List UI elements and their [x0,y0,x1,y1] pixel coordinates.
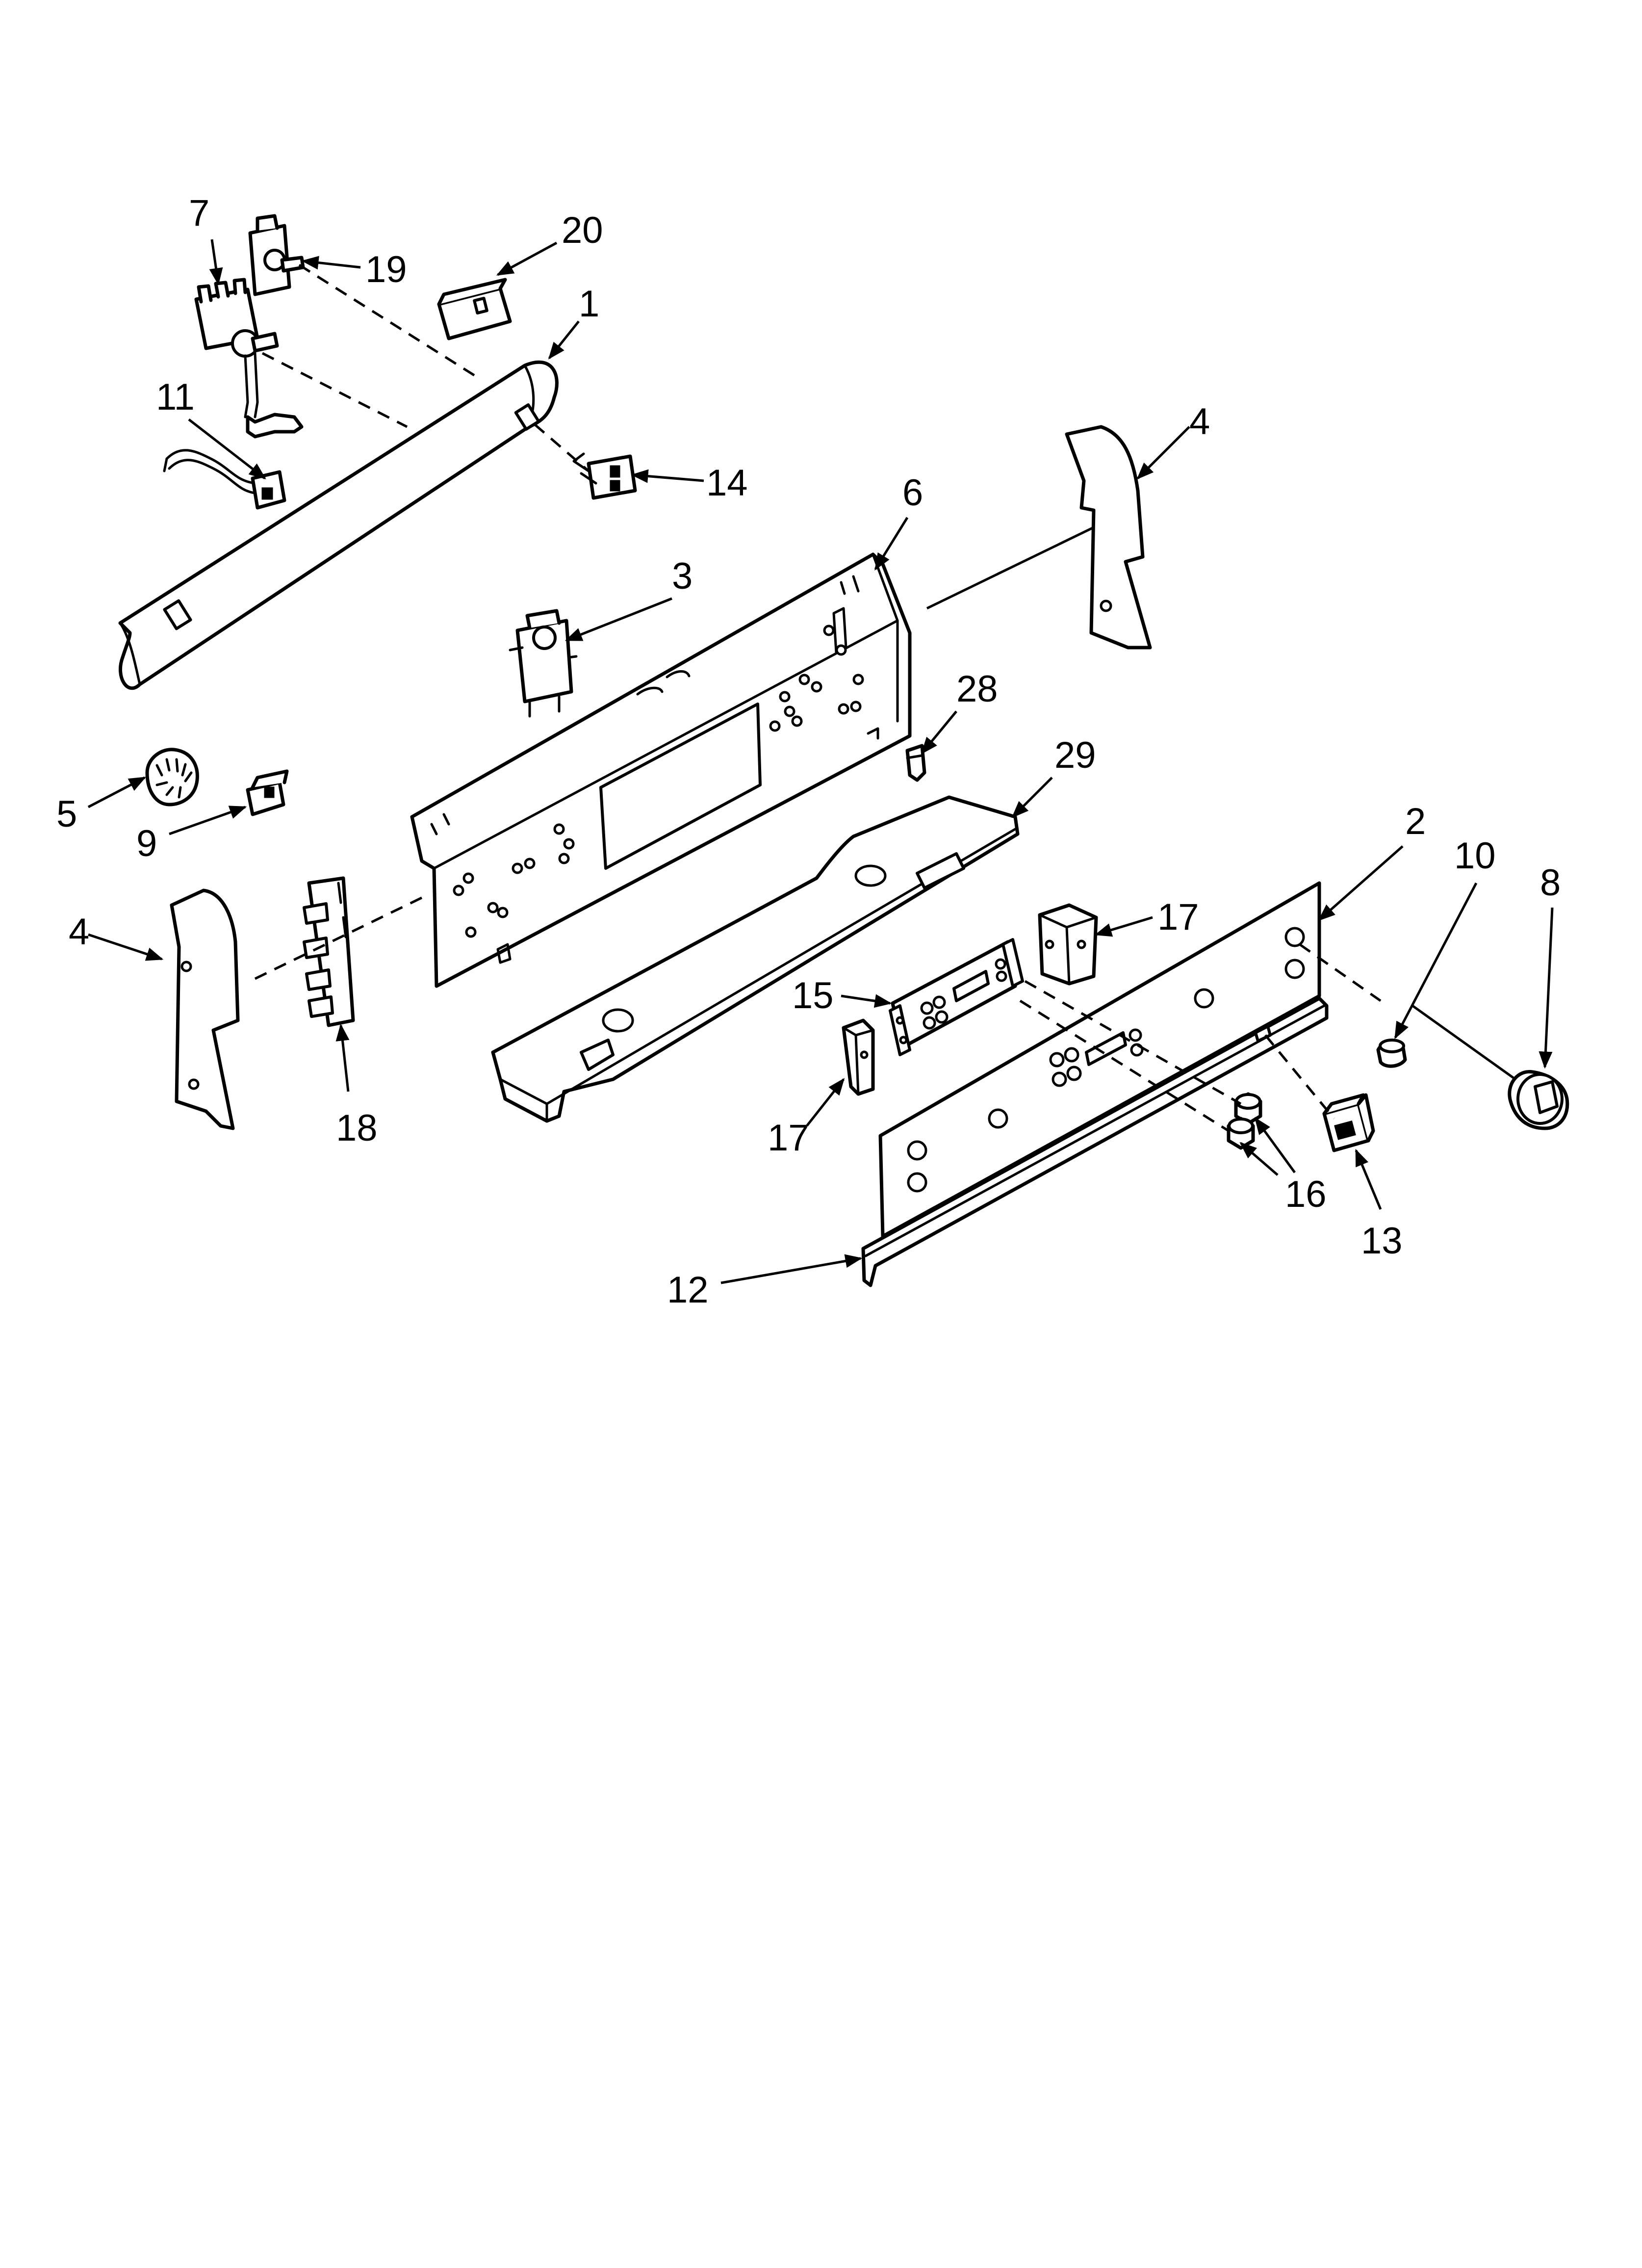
callout-7: 7 [189,192,209,234]
part-16-buttons [1227,1092,1262,1150]
part-18-terminal-block [303,876,355,1027]
callout-labels: 7 20 19 1 11 14 4 6 3 28 29 5 9 2 10 8 4… [56,192,1561,1311]
part-9-cover [246,769,289,816]
callout-12: 12 [667,1269,709,1311]
callout-4-left: 4 [69,911,89,953]
callout-19: 19 [365,249,407,290]
part-15-control-board [889,938,1024,1056]
callout-29: 29 [1054,734,1096,776]
leader-arrows [87,239,1554,1284]
callout-18: 18 [336,1107,378,1149]
part-20-cap [437,278,512,340]
part-5-knob-insert [145,748,199,807]
callout-28: 28 [956,668,998,710]
callout-3: 3 [672,555,693,597]
part-7-infinite-switch [194,278,304,439]
callout-10: 10 [1454,835,1496,877]
callout-1: 1 [579,283,599,325]
part-4-end-cap-right [1065,425,1152,650]
part-10-indicator-light [1376,1039,1407,1068]
callout-17-lower: 17 [768,1117,809,1159]
part-6-control-panel-frame [410,552,912,988]
part-19-selector-switch [248,214,305,296]
callout-2: 2 [1405,801,1426,842]
callout-5: 5 [56,793,77,835]
part-2-control-panel [878,881,1321,1238]
alignment-lines [254,263,1516,1132]
part-14-connector [572,452,637,500]
part-12-trim-strip [861,996,1329,1287]
part-3-thermostat [509,609,578,718]
callout-15: 15 [792,975,834,1017]
part-17-bracket-lower [842,1018,875,1096]
part-17-bracket-upper [1038,903,1098,986]
callout-11: 11 [156,376,195,418]
callout-20: 20 [562,209,603,251]
callout-17-upper: 17 [1157,896,1199,938]
part-1-console-tube [118,360,559,690]
callout-9: 9 [136,823,157,864]
callout-8: 8 [1540,862,1561,904]
callout-16: 16 [1285,1173,1327,1215]
part-8-knob [1508,1069,1569,1130]
callout-13: 13 [1361,1220,1403,1262]
callout-4-right: 4 [1189,401,1210,443]
callout-14: 14 [706,462,748,504]
part-11-wire-harness [163,449,286,510]
part-29-shield [491,795,1020,1123]
part-4-end-cap-left [170,888,240,1130]
part-28-clip [905,744,926,782]
callout-6: 6 [902,472,923,514]
part-13-rocker-switch [1322,1093,1375,1152]
